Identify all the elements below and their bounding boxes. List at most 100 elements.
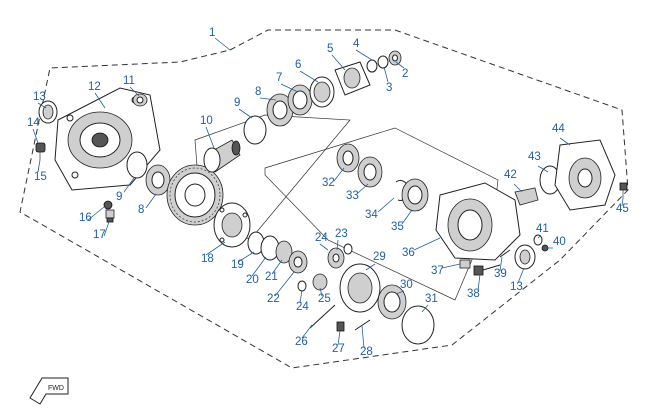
callout-13: 13 — [33, 91, 46, 103]
seal-part-6 — [309, 76, 335, 108]
callout-39: 39 — [494, 268, 507, 280]
callout-26: 26 — [295, 336, 308, 348]
nut-part-2 — [388, 50, 402, 66]
callout-20: 20 — [246, 274, 259, 286]
bearing-part-8-left — [145, 164, 171, 196]
leader-line-19 — [237, 251, 255, 263]
callout-18: 18 — [201, 253, 214, 265]
pin-part-28 — [354, 319, 371, 331]
gear-part-33 — [357, 156, 383, 188]
callout-23: 23 — [335, 228, 348, 240]
stud-part-39 — [499, 249, 511, 258]
leader-line-28 — [361, 325, 365, 349]
callout-24: 24 — [315, 232, 328, 244]
callout-13b: 13 — [510, 281, 523, 293]
leader-line-29 — [365, 263, 376, 271]
callout-8b: 8 — [138, 204, 144, 216]
leader-line-13 — [37, 102, 47, 109]
leader-line-37 — [441, 263, 461, 269]
actuator-part-44 — [554, 139, 616, 211]
side-gear-part-22 — [288, 250, 308, 274]
leader-line-7 — [280, 83, 299, 93]
leader-line-34 — [377, 197, 395, 213]
leader-line-21 — [271, 259, 283, 275]
leader-line-42 — [513, 183, 523, 193]
callout-11: 11 — [123, 75, 135, 87]
leader-line-16 — [87, 206, 105, 221]
washer-part-24 — [343, 243, 353, 255]
leader-line-22 — [274, 271, 295, 297]
leader-line-1 — [214, 37, 231, 51]
leader-line-31 — [421, 304, 429, 313]
callout-44: 44 — [552, 123, 565, 135]
bearing-part-8-right — [266, 93, 294, 127]
flange-part-5 — [334, 61, 371, 96]
callout-36: 36 — [402, 247, 415, 259]
bolt-part-14 — [35, 142, 46, 160]
callout-16: 16 — [79, 212, 92, 224]
callout-17: 17 — [93, 229, 106, 241]
callout-10: 10 — [200, 115, 213, 127]
callout-4: 4 — [353, 38, 360, 50]
callout-3: 3 — [386, 82, 392, 94]
leader-line-45 — [621, 197, 624, 207]
bolt-part-27 — [336, 321, 345, 332]
bolt-part-38 — [473, 264, 501, 276]
shim-part-21 — [275, 240, 293, 264]
leader-line-24 — [319, 243, 329, 251]
leader-line-3 — [383, 66, 389, 83]
callout-28: 28 — [360, 346, 373, 358]
callout-21: 21 — [265, 271, 278, 283]
callout-37: 37 — [431, 265, 444, 277]
leader-line-41 — [537, 235, 541, 239]
callout-40: 40 — [553, 236, 566, 248]
leader-line-43 — [537, 165, 549, 173]
gear-part-25 — [312, 273, 328, 291]
seal-part-13-right — [514, 244, 536, 270]
callout-43: 43 — [528, 151, 541, 163]
leader-line-8 — [259, 97, 277, 101]
leader-line-20 — [251, 256, 267, 277]
pinion-gear-part-23 — [327, 247, 345, 269]
shim-part-9-left — [126, 151, 148, 179]
callout-42: 42 — [504, 169, 517, 181]
callout-19: 19 — [231, 259, 244, 271]
leader-line-15 — [37, 159, 41, 173]
leader-line-38 — [477, 273, 481, 292]
leader-line-27 — [337, 330, 341, 346]
bearing-part-11 — [132, 93, 148, 107]
washer-part-3 — [377, 55, 389, 69]
leader-line-26 — [301, 324, 313, 339]
leader-line-9 — [238, 108, 253, 119]
o-ring-part-31 — [401, 305, 435, 345]
leader-line-35 — [401, 209, 413, 225]
callout-15: 15 — [34, 171, 47, 183]
leader-line-10 — [205, 126, 215, 149]
callout-34: 34 — [365, 209, 378, 221]
leader-line-14 — [32, 128, 39, 144]
gear-part-32 — [336, 143, 360, 173]
leader-line-12 — [94, 92, 106, 109]
callout-24b: 24 — [296, 301, 309, 313]
callout-27: 27 — [332, 343, 345, 355]
leader-line-39 — [499, 256, 503, 272]
callout-1: 1 — [209, 27, 215, 39]
callout-8: 8 — [255, 86, 261, 98]
callout-33: 33 — [346, 190, 359, 202]
leader-line-30 — [395, 290, 405, 295]
washer-part-4 — [366, 59, 378, 73]
fwd-label: FWD — [48, 385, 64, 392]
leader-line-25 — [319, 287, 323, 297]
callout-22: 22 — [267, 293, 280, 305]
leader-line-4 — [355, 49, 373, 61]
leader-line-13b — [517, 267, 525, 284]
leader-line-11 — [129, 86, 140, 97]
leader-line-44 — [559, 137, 571, 146]
callout-5: 5 — [327, 43, 333, 55]
callout-41: 41 — [536, 223, 549, 235]
leader-line-33 — [357, 183, 369, 194]
leader-line-36 — [413, 237, 441, 251]
callout-2: 2 — [402, 68, 408, 80]
plug-part-17 — [105, 209, 115, 223]
